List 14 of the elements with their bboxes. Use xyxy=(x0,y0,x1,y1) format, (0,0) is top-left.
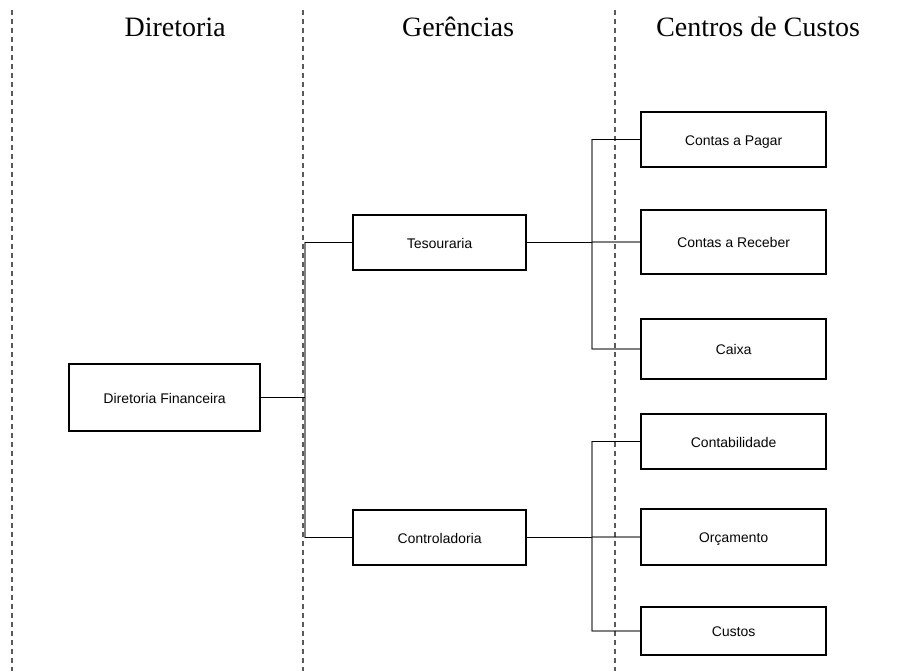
connector-line xyxy=(526,537,640,632)
connector-line xyxy=(526,242,640,350)
org-box: Contas a Pagar xyxy=(640,111,827,168)
org-box: Orçamento xyxy=(640,508,827,566)
org-box: Contas a Receber xyxy=(640,209,827,275)
column-heading: Gerências xyxy=(402,12,514,44)
org-box: Caixa xyxy=(640,318,827,380)
org-box: Controladoria xyxy=(352,509,527,566)
org-box: Contabilidade xyxy=(640,413,827,470)
column-heading: Diretoria xyxy=(124,12,226,44)
org-box: Custos xyxy=(640,606,827,656)
column-heading: Centros de Custos xyxy=(656,12,860,44)
org-box: Diretoria Financeira xyxy=(68,363,261,432)
org-box: Tesouraria xyxy=(352,214,527,271)
